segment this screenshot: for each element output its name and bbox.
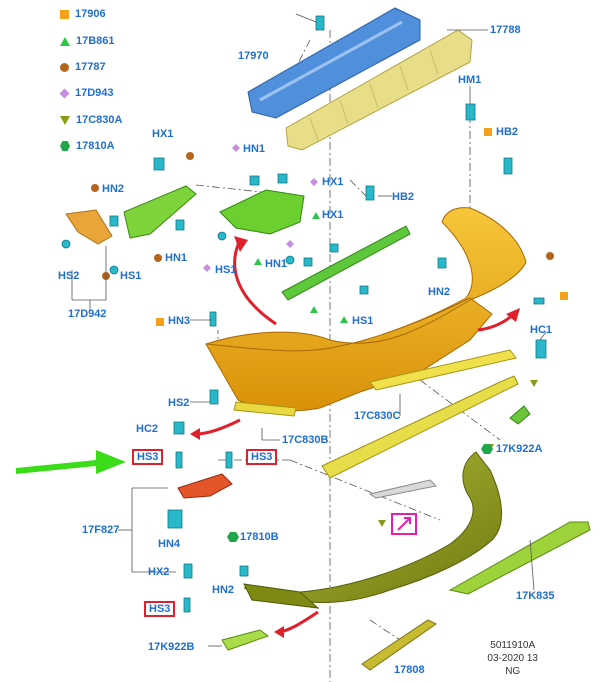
legend-code: 17D943 <box>75 87 114 99</box>
marker-17787-icon <box>91 184 99 192</box>
label-hc1: HC1 <box>530 324 553 336</box>
lower-trim-17c830c <box>369 349 517 391</box>
marker-17787-icon <box>154 254 162 262</box>
label-hn2-lower: HN2 <box>212 584 235 596</box>
lower-panel-17810b <box>243 583 320 609</box>
label-17c830c: 17C830C <box>354 410 401 422</box>
label-hn3: HN3 <box>168 315 191 327</box>
legend-code: 17810A <box>76 140 115 152</box>
upper-strip <box>281 225 411 301</box>
label-hs3-right-highlighted: HS3 <box>245 449 278 465</box>
legend-item-17d943: 17D943 <box>59 87 114 99</box>
marker-17d943-icon <box>203 264 211 272</box>
legend-code: 17787 <box>75 61 106 73</box>
label-hn4: HN4 <box>158 538 181 550</box>
marker-17d943-icon <box>310 178 318 186</box>
label-hs1-center: HS1 <box>215 264 237 276</box>
strip-17k835 <box>448 521 591 595</box>
label-17808: 17808 <box>394 664 425 676</box>
legend-item-17c830a: 17C830A <box>60 114 122 126</box>
label-hn1-top: HN1 <box>243 143 266 155</box>
label-hc2: HC2 <box>136 423 159 435</box>
label-hn1-left: HN1 <box>165 252 188 264</box>
label-hm1: HM1 <box>458 74 482 86</box>
label-hn2-right: HN2 <box>428 286 451 298</box>
marker-17787-icon <box>186 152 194 160</box>
label-hs3-left-highlighted: HS3 <box>131 449 164 465</box>
marker-17d943-icon <box>232 144 240 152</box>
marker-17906-icon <box>484 128 492 136</box>
reference-number: 5011910A <box>490 640 536 651</box>
triangle-down-marker-icon <box>60 115 70 125</box>
marker-17b861-icon <box>310 306 318 313</box>
marker-17906-icon <box>560 292 568 300</box>
marker-17810a-icon <box>227 532 239 542</box>
lower-trim-17c830b <box>233 401 297 417</box>
marker-17b861-icon <box>340 316 348 323</box>
legend-item-17810a: 17810A <box>60 140 115 152</box>
square-marker-icon <box>60 9 69 19</box>
label-hb2-right: HB2 <box>496 126 519 138</box>
marker-17d943-icon <box>286 240 294 248</box>
label-17d942: 17D942 <box>68 308 107 320</box>
legend-code: 17906 <box>75 8 106 20</box>
clip-17k922a <box>509 405 531 425</box>
label-hs3-lower-highlighted: HS3 <box>143 601 176 617</box>
marker-17906-icon <box>156 318 164 326</box>
green-pointer-arrow <box>16 450 126 474</box>
label-17810b: 17810B <box>240 531 279 543</box>
label-hn2-left: HN2 <box>102 183 125 195</box>
label-hx2: HX2 <box>148 566 170 578</box>
legend-item-17b861: 17B861 <box>60 35 115 47</box>
label-hs1-strip: HS1 <box>352 315 374 327</box>
reference-code: NG <box>505 666 521 677</box>
left-bracket-green <box>123 185 197 239</box>
label-hb2-center: HB2 <box>392 191 415 203</box>
leader-lines <box>71 13 547 647</box>
marker-17810a-icon <box>481 444 493 454</box>
red-arrowheads <box>190 236 520 638</box>
reference-date: 03-2020 13 <box>487 653 538 664</box>
reflector-17f827 <box>177 473 233 499</box>
drawing-reference: 5011910A 03-2020 13 NG <box>487 639 538 678</box>
marker-17b861-icon <box>312 212 320 219</box>
marker-17787-icon <box>546 252 554 260</box>
label-hs1-left: HS1 <box>120 270 142 282</box>
triangle-marker-icon <box>60 36 70 46</box>
label-17970: 17970 <box>238 50 269 62</box>
label-hs2-left: HS2 <box>58 270 80 282</box>
label-17k922b: 17K922B <box>148 641 195 653</box>
label-17788: 17788 <box>490 24 521 36</box>
label-17k835: 17K835 <box>516 590 555 602</box>
marker-17b861-icon <box>254 258 262 265</box>
marker-17c830a-icon <box>530 380 538 387</box>
bumper-cover <box>205 207 527 412</box>
legend-item-17906: 17906 <box>60 8 106 20</box>
strip-17k922b <box>221 629 270 651</box>
label-hs2-center: HS2 <box>168 397 190 409</box>
hexagon-marker-icon <box>60 141 70 151</box>
label-hx1-strip: HX1 <box>322 209 344 221</box>
diffuser-strip <box>321 375 519 479</box>
lower-valance <box>243 451 503 604</box>
marker-17c830a-icon <box>378 520 386 527</box>
label-17c830b: 17C830B <box>282 434 329 446</box>
legend-code: 17B861 <box>76 35 115 47</box>
label-hx1-left: HX1 <box>152 128 174 140</box>
fasteners <box>61 15 547 613</box>
label-hn1-strip: HN1 <box>265 258 288 270</box>
chrome-trim <box>368 479 438 499</box>
circle-marker-icon <box>60 62 69 72</box>
center-bracket-green <box>219 189 305 235</box>
label-17f827: 17F827 <box>82 524 120 536</box>
legend-item-17787: 17787 <box>60 61 106 73</box>
legend-code: 17C830A <box>76 114 123 126</box>
label-17k922a: 17K922A <box>496 443 543 455</box>
left-bracket-17d942 <box>65 209 113 245</box>
bar-17808 <box>361 619 437 671</box>
highlight-box <box>391 513 417 535</box>
label-hx1-center: HX1 <box>322 176 344 188</box>
